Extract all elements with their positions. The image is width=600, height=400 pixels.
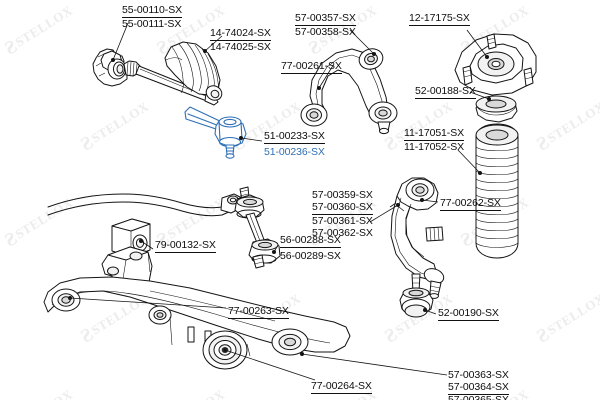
- part-number-label[interactable]: 77-00264-SX: [311, 380, 372, 394]
- part-number-text: 57-00359-SX: [312, 189, 373, 201]
- part-number-label[interactable]: 57-00359-SX: [312, 189, 373, 201]
- part-number-text: 14-74025-SX: [210, 41, 271, 53]
- part-number-text: 52-00190-SX: [438, 307, 499, 321]
- part-strut-bearing: [469, 91, 518, 123]
- part-number-text: 56-00288-SX: [280, 234, 341, 248]
- part-steering-rack-boot: [164, 35, 223, 101]
- part-lower-ball-joint: [399, 273, 437, 318]
- part-number-text: 77-00261-SX: [281, 60, 342, 74]
- part-outer-tie-rod-end: [184, 106, 263, 159]
- part-number-text: 52-00188-SX: [415, 85, 476, 99]
- part-number-label[interactable]: 51-00236-SX: [264, 146, 325, 158]
- part-number-label[interactable]: 11-17051-SX: [404, 127, 464, 141]
- part-rear-upper-arm: [369, 177, 445, 299]
- part-number-text: 57-00365-SX: [448, 394, 509, 400]
- part-number-text: 55-00110-SX: [122, 4, 182, 18]
- part-number-text: 11-17051-SX: [404, 127, 464, 141]
- part-number-text: 77-00264-SX: [311, 380, 372, 394]
- part-number-text: 51-00233-SX: [264, 130, 325, 144]
- part-number-label[interactable]: 57-00360-SX: [312, 201, 373, 215]
- part-number-label[interactable]: 12-17175-SX: [409, 12, 470, 26]
- part-number-text: 57-00362-SX: [312, 227, 373, 239]
- part-number-text: 56-00289-SX: [280, 250, 341, 262]
- part-strut-mount: [454, 29, 537, 96]
- part-number-text: 57-00360-SX: [312, 201, 373, 215]
- part-number-label[interactable]: 57-00361-SX: [312, 215, 373, 227]
- part-number-label[interactable]: 56-00288-SX: [280, 234, 341, 248]
- part-number-text: 57-00361-SX: [312, 215, 373, 227]
- part-stabilizer-link: [234, 186, 281, 269]
- part-number-label[interactable]: 77-00262-SX: [440, 197, 501, 211]
- part-bump-stop-boot: [457, 123, 519, 259]
- part-number-text: 14-74024-SX: [210, 27, 271, 41]
- part-number-text: 57-00358-SX: [295, 26, 356, 38]
- part-number-text: 12-17175-SX: [409, 12, 470, 26]
- part-number-label[interactable]: 57-00362-SX: [312, 227, 373, 239]
- part-number-text: 57-00357-SX: [295, 12, 356, 26]
- part-number-label[interactable]: 52-00190-SX: [438, 307, 499, 321]
- part-number-text: 57-00363-SX: [448, 369, 509, 381]
- part-number-label[interactable]: 79-00132-SX: [155, 239, 216, 253]
- part-number-label[interactable]: 57-00357-SX: [295, 12, 356, 26]
- part-number-label[interactable]: 55-00111-SX: [122, 18, 181, 30]
- part-number-label[interactable]: 77-00263-SX: [228, 305, 289, 319]
- part-number-label[interactable]: 14-74024-SX: [210, 27, 271, 41]
- part-number-text: 51-00236-SX: [264, 146, 325, 158]
- part-number-label[interactable]: 14-74025-SX: [210, 41, 271, 53]
- part-number-text: 77-00263-SX: [228, 305, 289, 319]
- part-number-label[interactable]: 51-00233-SX: [264, 130, 325, 144]
- part-number-label[interactable]: 11-17052-SX: [404, 141, 464, 153]
- part-number-label[interactable]: 57-00364-SX: [448, 381, 509, 395]
- part-number-label[interactable]: 57-00358-SX: [295, 26, 356, 38]
- part-number-text: 77-00262-SX: [440, 197, 501, 211]
- part-number-label[interactable]: 77-00261-SX: [281, 60, 342, 74]
- part-number-label[interactable]: 57-00365-SX: [448, 394, 509, 400]
- part-number-label[interactable]: 57-00363-SX: [448, 369, 509, 381]
- part-number-label[interactable]: 52-00188-SX: [415, 85, 476, 99]
- part-number-text: 57-00364-SX: [448, 381, 509, 395]
- part-lower-control-arm: [43, 276, 448, 381]
- part-number-label[interactable]: 56-00289-SX: [280, 250, 341, 262]
- part-number-label[interactable]: 55-00110-SX: [122, 4, 182, 18]
- part-number-text: 79-00132-SX: [155, 239, 216, 253]
- part-number-text: 55-00111-SX: [122, 18, 182, 30]
- part-upper-control-arm: [300, 29, 398, 135]
- part-number-text: 11-17052-SX: [404, 141, 464, 153]
